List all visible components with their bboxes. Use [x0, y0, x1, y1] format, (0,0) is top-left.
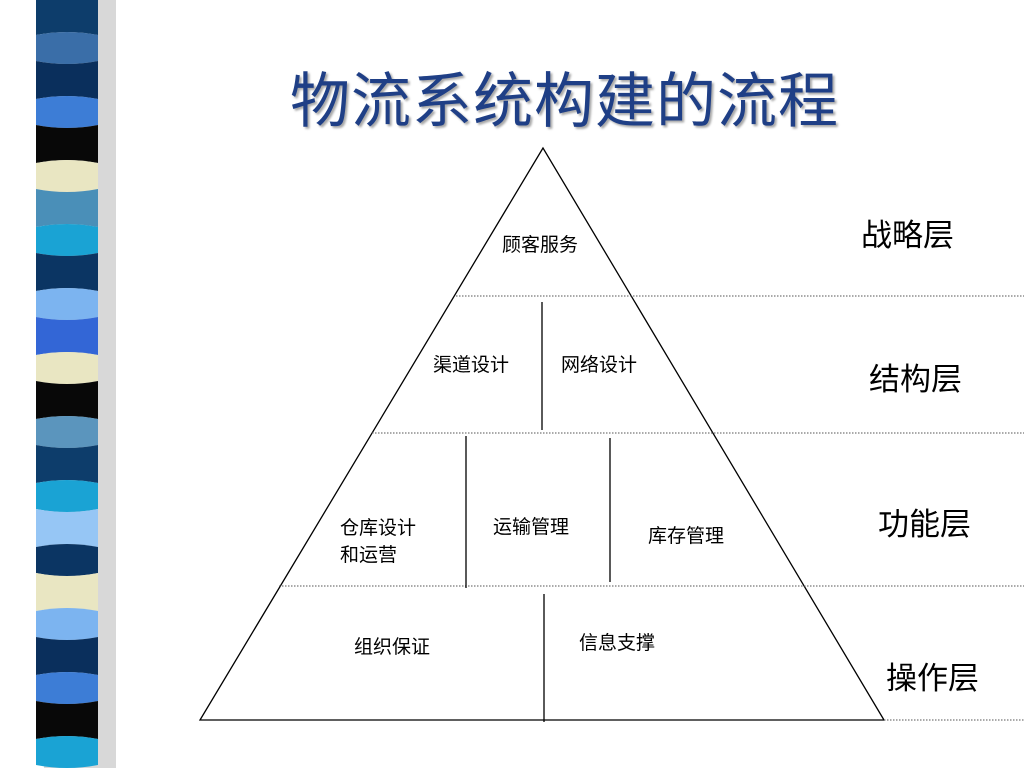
- node-inventory-management: 库存管理: [648, 525, 725, 547]
- stripe-segment: [36, 637, 98, 675]
- stripe-segment: [36, 509, 98, 547]
- layer-label-operation: 操作层: [886, 661, 979, 697]
- node-warehouse-line1: 仓库设计: [340, 517, 417, 539]
- stripe-segment: [36, 96, 98, 128]
- stripe-segment: [36, 352, 98, 384]
- pyramid-outline: [198, 146, 886, 721]
- stripe-segment: [36, 480, 98, 512]
- node-warehouse-line2: 和运营: [340, 544, 398, 566]
- stripe-segment: [36, 381, 98, 419]
- stripe-segment: [36, 544, 98, 576]
- stripe-segment: [36, 416, 98, 448]
- stripe-segment: [36, 608, 98, 640]
- node-customer-service: 顾客服务: [502, 234, 579, 256]
- node-information-support: 信息支撑: [579, 632, 656, 654]
- stripe-segment: [36, 61, 98, 99]
- stripe-segment: [36, 445, 98, 483]
- layer-label-function: 功能层: [878, 507, 971, 543]
- stripe-segment: [36, 125, 98, 163]
- stripe-segment: [36, 573, 98, 611]
- stripe-segment: [36, 253, 98, 291]
- decorative-stripe-bar: [36, 0, 116, 768]
- node-channel-design: 渠道设计: [433, 354, 510, 376]
- stripe-segment: [36, 736, 98, 768]
- stripe-segment: [36, 0, 98, 35]
- node-organization-guarantee: 组织保证: [354, 636, 431, 658]
- stripe-segment: [36, 224, 98, 256]
- layer-label-strategy: 战略层: [861, 218, 954, 254]
- node-network-design: 网络设计: [561, 354, 638, 376]
- stripe-segment: [36, 160, 98, 192]
- stripe-segment: [36, 32, 98, 64]
- stripe-segment: [36, 189, 98, 227]
- layer-label-structure: 结构层: [869, 362, 962, 398]
- slide-title: 物流系统构建的流程: [290, 67, 839, 137]
- stripe-segment: [36, 672, 98, 704]
- stripe-segment: [36, 288, 98, 320]
- stripe-segment: [36, 317, 98, 355]
- stripe-segment: [36, 701, 98, 739]
- node-transport-management: 运输管理: [493, 516, 570, 538]
